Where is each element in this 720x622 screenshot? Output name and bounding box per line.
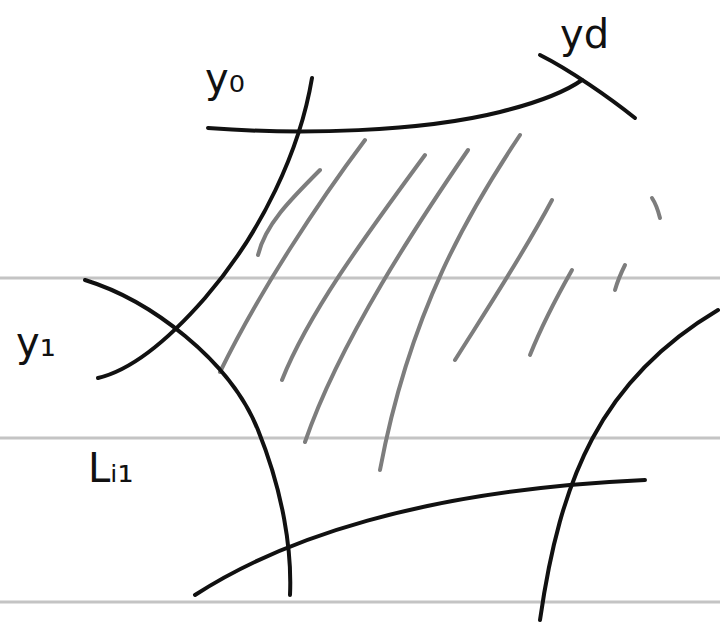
math-label: Lᵢ₁ (88, 448, 133, 488)
ruled-lines (0, 278, 720, 602)
math-label: y₁ (16, 322, 56, 362)
hatching (220, 135, 660, 470)
math-label: yd (560, 14, 609, 54)
curves (85, 55, 718, 620)
math-label: y₀ (205, 58, 245, 98)
